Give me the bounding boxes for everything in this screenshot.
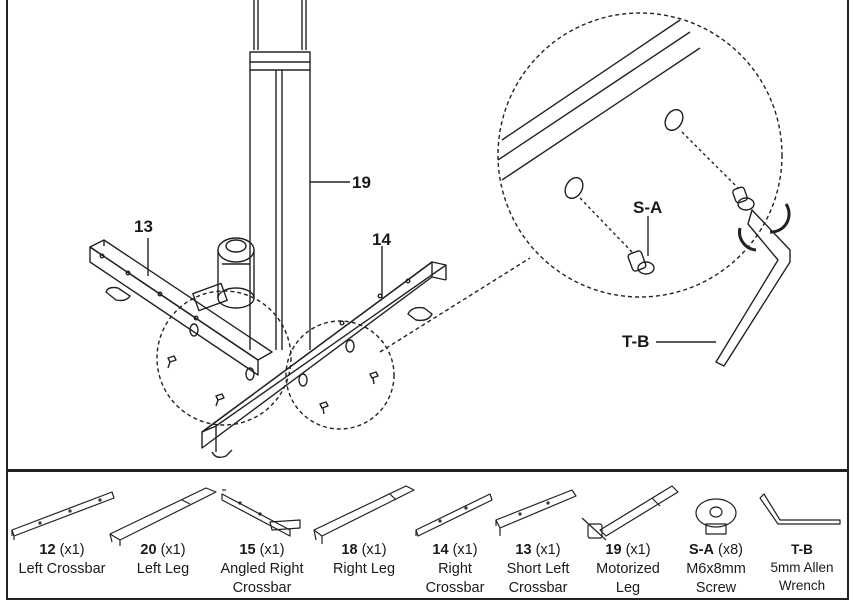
motor-drawing [192, 237, 255, 312]
callout-s-a: S-A [633, 198, 663, 217]
part-t-b-caption: T-B 5mm Allen Wrench [758, 541, 846, 595]
part-18-number: 18 [341, 542, 358, 558]
part-18-caption: 18 (x1) Right Leg [318, 541, 410, 579]
part-s-a-qty: (x8) [718, 542, 743, 558]
callout-13: 13 [134, 217, 153, 236]
left-crossbar-drawing [89, 239, 273, 381]
right-crossbar-drawing [201, 261, 447, 459]
part-15-number: 15 [239, 542, 256, 558]
part-13-illustration [495, 489, 577, 536]
magnified-detail [497, 12, 783, 298]
callout-19: 19 [352, 173, 371, 192]
part-19-caption: 19 (x1) Motorized Leg [584, 541, 672, 598]
section-divider [6, 469, 849, 472]
part-13-name-2: Crossbar [508, 580, 568, 596]
part-14-caption: 14 (x1) Right Crossbar [412, 541, 498, 598]
part-18-qty: (x1) [361, 542, 387, 558]
part-20-caption: 20 (x1) Left Leg [117, 541, 209, 579]
part-12-illustration [11, 491, 115, 540]
assembly-diagram [89, 0, 791, 459]
part-20-illustration [109, 487, 217, 546]
part-20-number: 20 [140, 542, 157, 558]
part-12-name: Left Crossbar [18, 561, 106, 577]
part-t-b-number: T-B [791, 542, 813, 557]
part-20-qty: (x1) [160, 542, 186, 558]
part-13-number: 13 [515, 542, 532, 558]
part-19-qty: (x1) [625, 542, 651, 558]
part-18-name: Right Leg [332, 561, 396, 577]
callout-14: 14 [372, 230, 391, 249]
part-15-name-1: Angled Right [220, 561, 304, 577]
part-19-number: 19 [605, 542, 622, 558]
part-s-a-caption: S-A (x8) M6x8mm Screw [676, 541, 756, 598]
part-s-a-illustration [695, 498, 737, 535]
parts-illustrations [11, 485, 841, 546]
part-14-number: 14 [432, 542, 449, 558]
part-14-illustration [415, 493, 493, 537]
part-12-caption: 12 (x1) Left Crossbar [12, 541, 112, 579]
part-14-name-1: Right [438, 561, 472, 577]
motorized-leg-drawing [249, 0, 311, 350]
part-t-b-name-1: 5mm Allen [770, 560, 834, 575]
part-s-a-number: S-A [689, 542, 714, 558]
allen-wrench-drawing [715, 209, 791, 367]
part-18-illustration [313, 485, 415, 544]
part-15-qty: (x1) [259, 542, 285, 558]
part-14-qty: (x1) [452, 542, 478, 558]
part-15-name-2: Crossbar [232, 580, 292, 596]
part-s-a-name-2: Screw [695, 580, 737, 596]
part-15-illustration [221, 489, 301, 537]
part-12-number: 12 [39, 542, 56, 558]
part-20-name: Left Leg [136, 561, 190, 577]
part-15-caption: 15 (x1) Angled Right Crossbar [212, 541, 312, 598]
detail-zone-left [156, 290, 292, 426]
part-13-caption: 13 (x1) Short Left Crossbar [496, 541, 580, 598]
part-19-illustration [581, 485, 679, 541]
instruction-frame [6, 0, 849, 600]
part-14-name-2: Crossbar [425, 580, 485, 596]
part-t-b-name-2: Wrench [778, 578, 826, 593]
part-13-qty: (x1) [535, 542, 561, 558]
part-19-name-1: Motorized [596, 561, 660, 577]
callout-t-b: T-B [622, 332, 650, 351]
detail-zone-right [285, 320, 395, 430]
part-12-qty: (x1) [59, 542, 85, 558]
part-13-name-1: Short Left [506, 561, 570, 577]
part-s-a-name-1: M6x8mm [686, 561, 746, 577]
part-19-name-2: Leg [615, 580, 641, 596]
part-t-b-illustration [759, 493, 841, 525]
